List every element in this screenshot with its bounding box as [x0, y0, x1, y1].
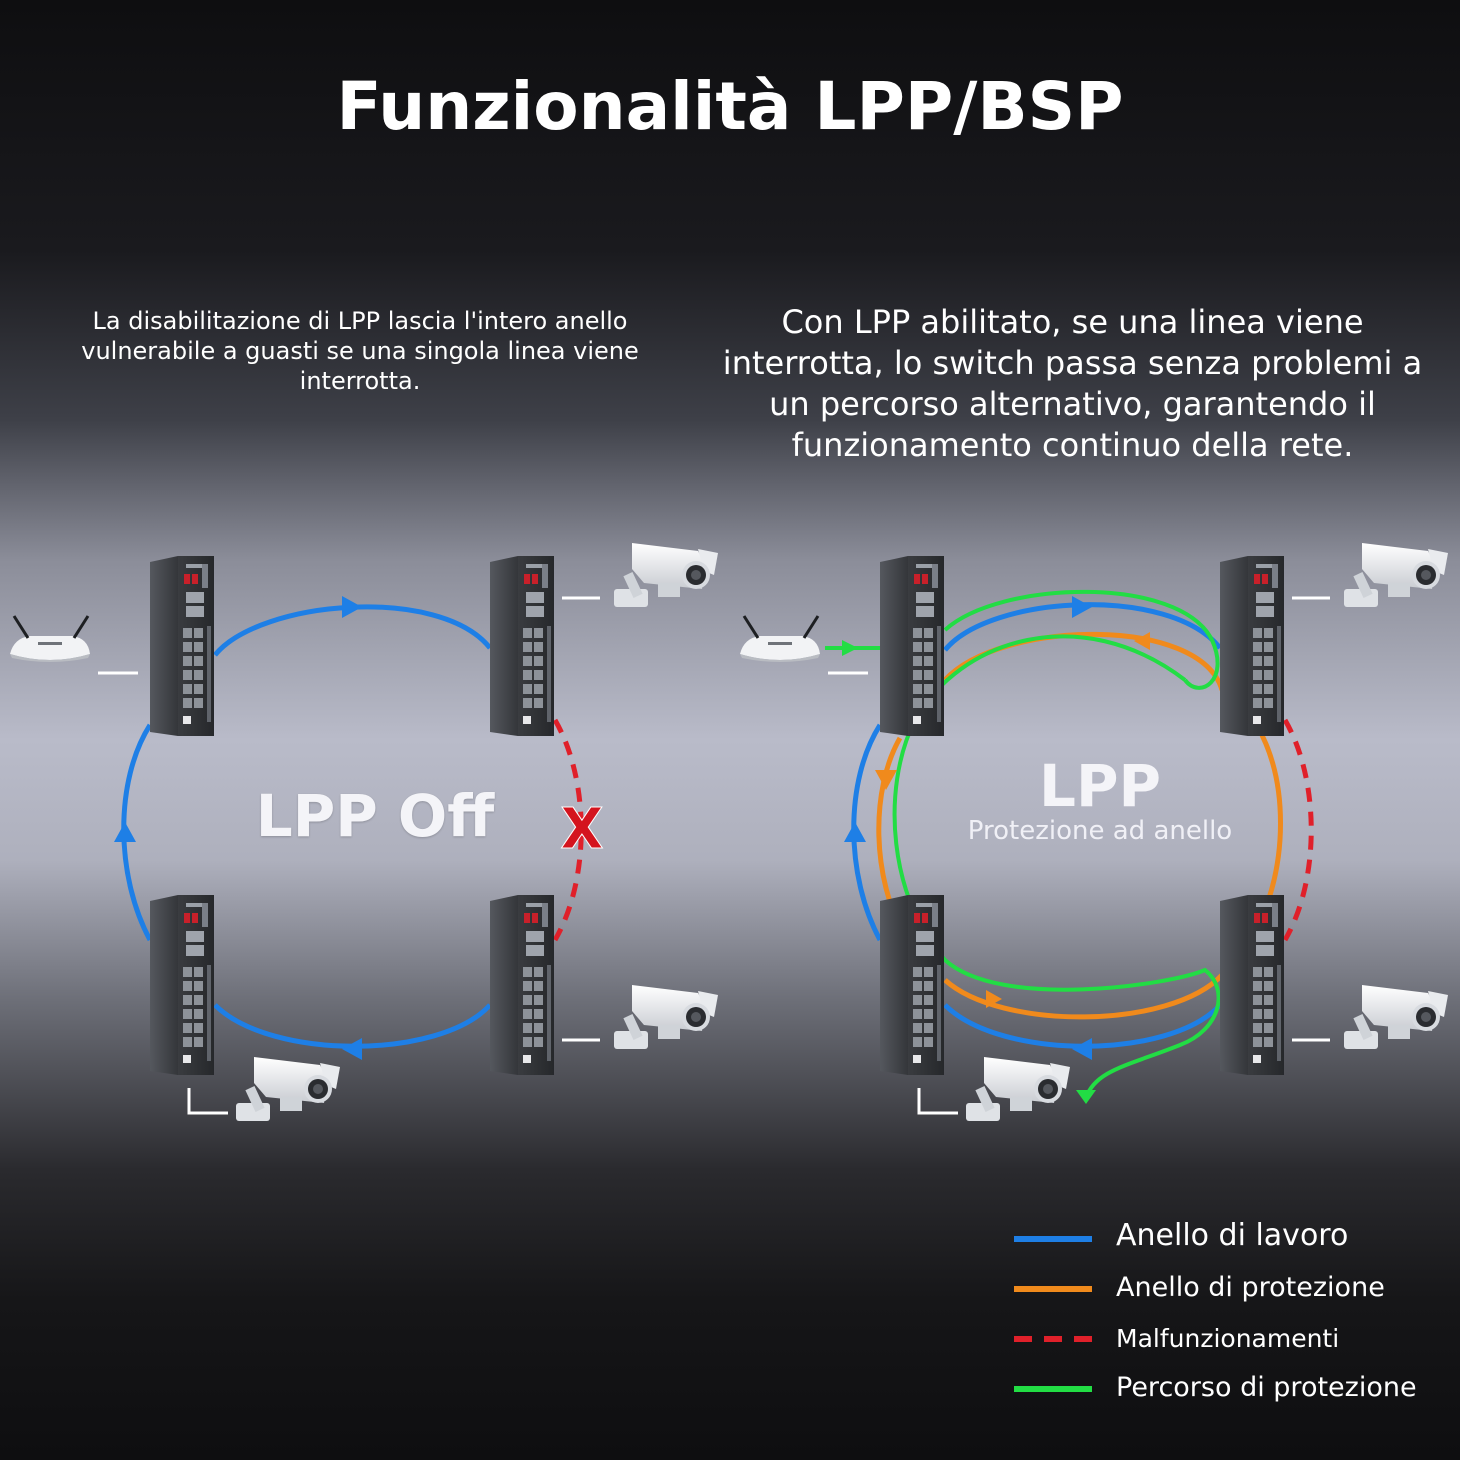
- lpp-off-label: LPP Off: [255, 782, 495, 850]
- legend-swatch-blue: [1014, 1236, 1092, 1242]
- legend-label: Percorso di protezione: [1116, 1372, 1417, 1403]
- security-camera-icon: [614, 985, 718, 1049]
- security-camera-icon: [236, 1057, 340, 1121]
- right-switch-icon: [1220, 895, 1284, 1075]
- blue-arrow: [114, 822, 136, 842]
- security-camera-icon: [966, 1057, 1070, 1121]
- fault-x-icon: X: [560, 797, 603, 862]
- legend-swatch-orange: [1014, 1286, 1092, 1292]
- blue-arrow: [844, 822, 866, 842]
- page-title: Funzionalità LPP/BSP: [336, 68, 1124, 145]
- legend-item: Percorso di protezione: [1010, 1360, 1450, 1410]
- right-switch-icon: [880, 895, 944, 1075]
- legend-label: Anello di protezione: [1116, 1272, 1385, 1303]
- right-router-icon: [738, 614, 822, 664]
- legend-item: Malfunzionamenti: [1010, 1310, 1450, 1360]
- left-description: La disabilitazione di LPP lascia l'inter…: [81, 307, 639, 395]
- security-camera-icon: [614, 543, 718, 607]
- legend: Anello di lavoro Anello di protezione Ma…: [1010, 1210, 1450, 1410]
- left-switch-icon: [150, 556, 214, 736]
- lpp-sublabel: Protezione ad anello: [967, 816, 1233, 846]
- lpp-label: LPP: [1039, 752, 1161, 820]
- orange-arrow: [875, 770, 897, 790]
- blue-arrow: [342, 1038, 362, 1060]
- blue-arrow: [1072, 596, 1092, 618]
- right-switch-icon: [880, 556, 944, 736]
- orange-arrow: [986, 990, 1002, 1008]
- green-arrow: [842, 640, 858, 656]
- left-switch-icon: [490, 895, 554, 1075]
- right-description: Con LPP abilitato, se una linea viene in…: [722, 303, 1423, 464]
- blue-arrow: [342, 596, 362, 618]
- orange-arrow: [1134, 632, 1150, 650]
- legend-item: Anello di protezione: [1010, 1260, 1450, 1310]
- legend-swatch-green: [1014, 1386, 1092, 1392]
- right-switch-icon: [1220, 556, 1284, 736]
- green-arrow: [1076, 1090, 1096, 1104]
- left-router-icon: [8, 614, 92, 664]
- blue-arrow: [1072, 1038, 1092, 1060]
- security-camera-icon: [1344, 543, 1448, 607]
- legend-label: Malfunzionamenti: [1116, 1324, 1340, 1353]
- left-switch-icon: [150, 895, 214, 1075]
- legend-label: Anello di lavoro: [1116, 1218, 1349, 1253]
- legend-item: Anello di lavoro: [1010, 1210, 1450, 1260]
- legend-swatch-red-dashed: [1014, 1336, 1092, 1342]
- left-switch-icon: [490, 556, 554, 736]
- security-camera-icon: [1344, 985, 1448, 1049]
- left-ring: [98, 596, 600, 1115]
